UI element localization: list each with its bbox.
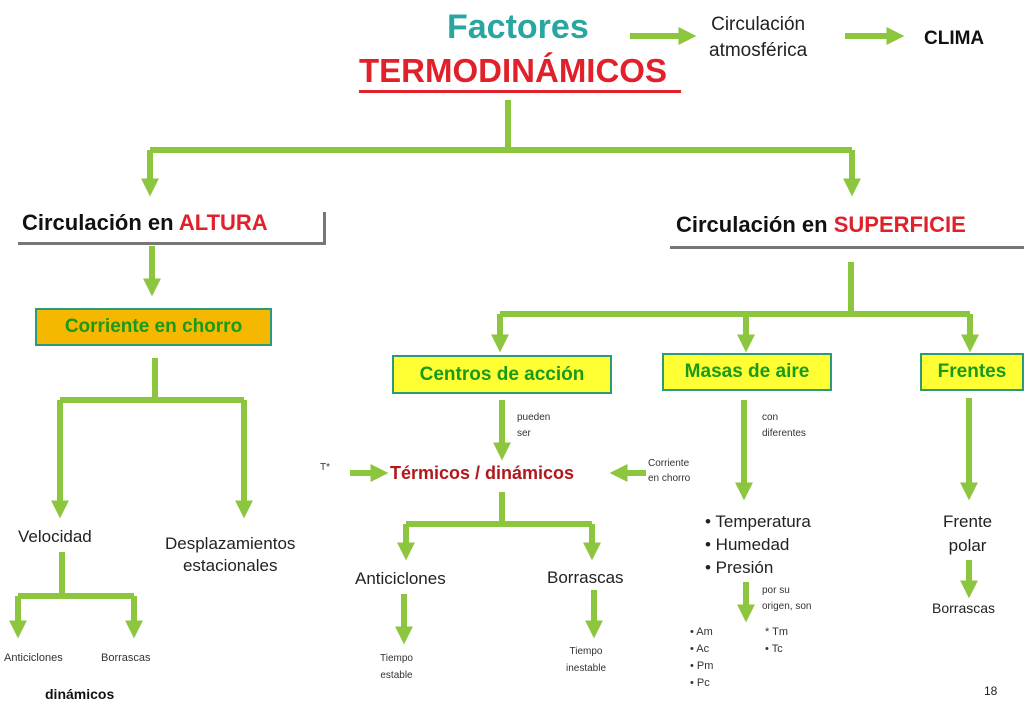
termicos-dinamicos-label: Térmicos / dinámicos <box>390 463 575 483</box>
anticiclones-label: Anticiclones <box>355 569 446 588</box>
tiempo-estable-line2: estable <box>380 670 413 681</box>
title-factores: Factores <box>447 8 589 46</box>
origen-label: por su origen, son <box>762 583 811 615</box>
origen-line1: por su <box>762 585 790 596</box>
masas-de-aire-box: Masas de aire <box>662 353 832 391</box>
pueden-ser-label: pueden ser <box>517 410 550 442</box>
corriente-small-line2: en chorro <box>648 473 691 484</box>
prop-humedad: • Humedad <box>705 535 790 554</box>
clima-label: CLIMA <box>924 28 985 49</box>
tiempo-estable-label: Tiempo estable <box>380 650 413 684</box>
altura-prefix: Circulación en <box>22 210 179 235</box>
desplazamientos-line2: estacionales <box>182 556 278 575</box>
types-right-list: * Tm • Tc <box>765 624 788 658</box>
superficie-emphasis: SUPERFICIE <box>833 212 966 237</box>
corriente-small-label: Corriente en chorro <box>648 456 690 486</box>
prop-temperatura: • Temperatura <box>705 512 811 531</box>
tiempo-inestable-line1: Tiempo <box>569 646 603 657</box>
con-line2: diferentes <box>762 428 806 439</box>
pueden-line2: ser <box>517 428 531 439</box>
superficie-underline <box>670 246 1024 249</box>
borrascas-label: Borrascas <box>547 568 624 587</box>
corriente-en-chorro-box: Corriente en chorro <box>35 308 272 346</box>
altura-emphasis: ALTURA <box>178 210 268 235</box>
type-tc: • Tc <box>765 643 783 655</box>
type-pm: • Pm <box>690 660 714 672</box>
superficie-heading: Circulación en SUPERFICIE <box>676 212 966 238</box>
types-left-list: • Am • Ac • Pm • Pc <box>690 624 713 692</box>
type-pc: • Pc <box>690 677 710 689</box>
frentes-box: Frentes <box>920 353 1024 391</box>
t-star-label: T* <box>320 462 330 473</box>
con-line1: con <box>762 412 779 423</box>
circulacion-line1: Circulación <box>711 14 806 35</box>
con-diferentes-label: con diferentes <box>762 410 806 442</box>
tiempo-inestable-line2: inestable <box>566 663 607 674</box>
prop-presion: • Presión <box>705 558 774 577</box>
frente-borrascas-label: Borrascas <box>932 600 996 616</box>
type-am: • Am <box>690 626 713 638</box>
circulacion-line2: atmosférica <box>709 40 808 61</box>
props-list: • Temperatura • Humedad • Presión <box>705 510 811 579</box>
altura-underline <box>18 242 326 245</box>
desplazamientos-line1: Desplazamientos <box>165 534 296 553</box>
origen-line2: origen, son <box>762 601 812 612</box>
frente-polar-line1: Frente <box>943 512 993 531</box>
circulacion-atmosferica: Circulación atmosférica <box>709 12 807 64</box>
altura-heading: Circulación en ALTURA <box>22 210 268 236</box>
pueden-line1: pueden <box>517 412 551 423</box>
altura-side-line <box>323 212 326 244</box>
title-underline <box>359 90 681 93</box>
left-borrascas-label: Borrascas <box>101 652 151 664</box>
centros-de-accion-box: Centros de acción <box>392 355 612 394</box>
left-anticiclones-label: Anticiclones <box>4 652 63 664</box>
superficie-prefix: Circulación en <box>676 212 834 237</box>
tiempo-estable-line1: Tiempo <box>380 653 413 664</box>
tiempo-inestable-label: Tiempo inestable <box>566 643 606 677</box>
page-number: 18 <box>984 684 998 698</box>
corriente-small-line1: Corriente <box>648 458 690 469</box>
desplazamientos-label: Desplazamientos estacionales <box>165 533 295 577</box>
type-tm: * Tm <box>765 626 789 638</box>
dinamicos-label: dinámicos <box>45 686 115 702</box>
title-termodinamicos: TERMODINÁMICOS <box>359 52 667 89</box>
type-ac: • Ac <box>690 643 710 655</box>
frente-polar-label: Frente polar <box>943 510 992 558</box>
frente-polar-line2: polar <box>948 536 987 555</box>
velocidad-label: Velocidad <box>18 527 92 546</box>
